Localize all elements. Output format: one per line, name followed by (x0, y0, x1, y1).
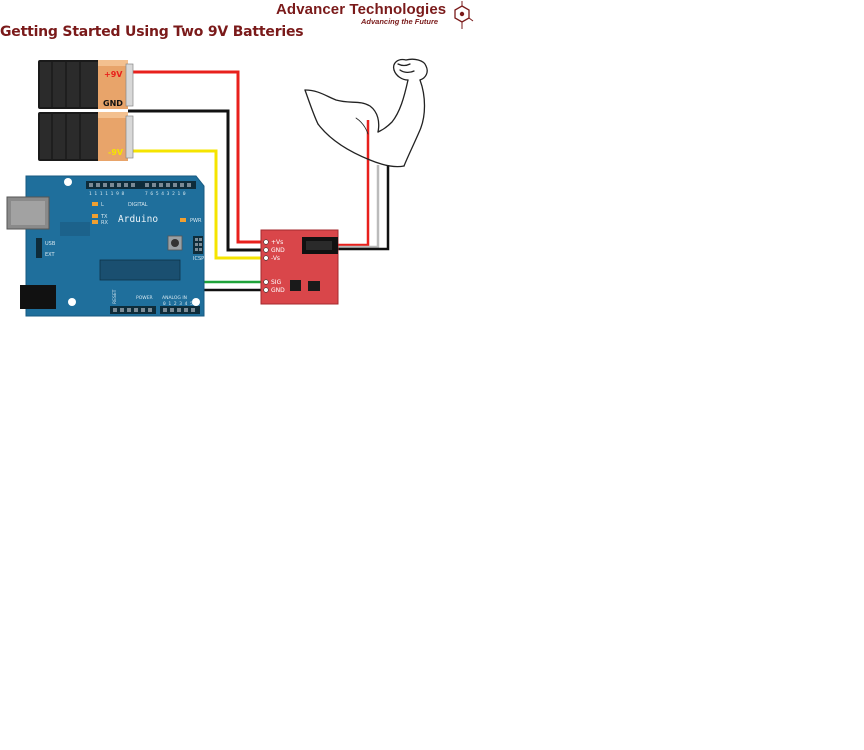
analog-label: ANALOG IN (162, 295, 187, 301)
battery-top: +9V GND (38, 60, 134, 109)
flexed-arm-illustration (304, 58, 428, 168)
brand-name: Advancer Technologies (276, 1, 447, 18)
reset-label: RESET (112, 289, 118, 304)
icsp-label: ICSP (193, 256, 204, 262)
battery-bottom-label: -9V (108, 148, 124, 157)
wire-electrode-white (338, 165, 380, 249)
arduino-logo-text: Arduino (118, 214, 158, 225)
ext-jumper-label: EXT (45, 252, 55, 258)
wire-red-vplus (128, 70, 262, 244)
wire-yellow-vminus (128, 149, 262, 260)
svg-text:0 1 2 3 4 5: 0 1 2 3 4 5 (163, 301, 193, 307)
wire-black-battery-gnd (128, 109, 262, 252)
hexagon-molecule-icon (454, 1, 474, 29)
arduino-board: 1 1 1 1 1 9 8 7 6 5 4 3 2 1 0 DIGITAL PW… (6, 175, 205, 317)
battery-bottom: -9V (38, 112, 134, 161)
power-label: POWER (136, 295, 153, 301)
l-led-label: L (101, 202, 104, 208)
svg-text:1 1 1 1 1 9 8: 1 1 1 1 1 9 8 (89, 191, 125, 197)
power-jack (20, 285, 56, 309)
microcontroller-chip (99, 259, 181, 281)
page-title: Getting Started Using Two 9V Batteries (0, 24, 304, 40)
wire-electrode-red (338, 120, 370, 247)
pin-gnd-label: GND (271, 247, 285, 254)
tx-led-label: TX (100, 214, 108, 220)
pin-vminus-label: -Vs (271, 255, 280, 262)
usb-jumper-label: USB (45, 241, 56, 247)
wire-electrode-black (338, 165, 390, 251)
brand-tagline: Advancing the Future (361, 17, 439, 26)
pin-gnd2-label: GND (271, 287, 285, 294)
pin-sig-label: SIG (271, 279, 282, 286)
brand-header: Advancer Technologies Advancing the Futu… (276, 0, 476, 32)
battery-top-label: +9V (104, 70, 123, 79)
pwr-led-label: PWR (190, 218, 202, 224)
pin-vplus-label: +Vs (271, 239, 283, 246)
muscle-sensor-board: +Vs GND -Vs SIG GND (260, 229, 339, 305)
rx-led-label: RX (101, 220, 108, 226)
digital-header (86, 181, 196, 189)
battery-gnd-label: GND (103, 99, 123, 108)
digital-label: DIGITAL (128, 202, 148, 208)
power-header (110, 306, 156, 314)
svg-text:7 6 5 4 3 2 1 0: 7 6 5 4 3 2 1 0 (145, 191, 186, 197)
